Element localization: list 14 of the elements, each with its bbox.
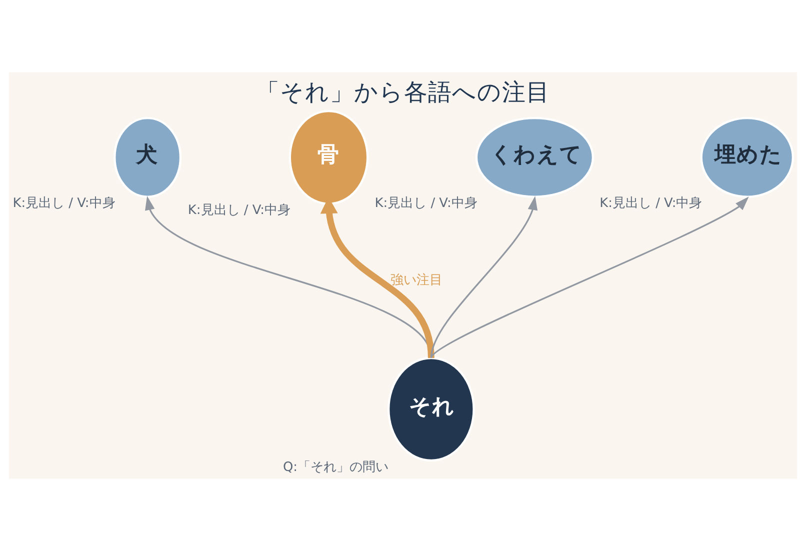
node-label: K:見出し / V:中身 [599, 196, 702, 211]
node-label: K:見出し / V:中身 [12, 196, 115, 211]
node-ellipse: 埋めた [700, 116, 794, 198]
arrow [430, 196, 748, 358]
node-label: K:見出し / V:中身 [187, 202, 290, 218]
node-ellipse: 骨 [288, 109, 368, 204]
arrow [430, 195, 538, 358]
node-label: Q:「それ」の問い [282, 459, 388, 474]
node-ellipse: 犬 [113, 116, 182, 198]
node-label: K:見出し / V:中身 [374, 196, 477, 211]
edge-label: 強い注目 [390, 272, 442, 288]
diagram-title: 「それ」から各語への注目 [256, 77, 550, 106]
node-ellipse: それ [387, 356, 474, 462]
node-ellipse: くわえて [474, 116, 594, 198]
